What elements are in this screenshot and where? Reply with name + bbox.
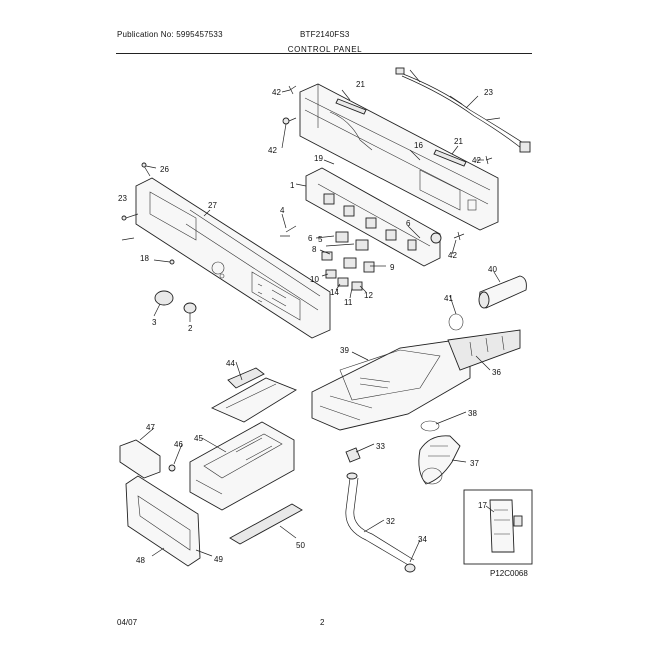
- inset-box: [463, 489, 533, 565]
- callout-12: 12: [364, 291, 373, 300]
- callout-42: 42: [448, 251, 457, 260]
- callout-2: 2: [188, 324, 193, 333]
- callout-48: 48: [136, 556, 145, 565]
- callout-34: 34: [418, 535, 427, 544]
- callout-10: 10: [310, 275, 319, 284]
- callout-17: 17: [478, 501, 487, 510]
- callout-40: 40: [488, 265, 497, 274]
- screw-part: [282, 85, 493, 241]
- control-board-part: [305, 167, 441, 267]
- callout-21: 21: [356, 80, 365, 89]
- tube-part: [345, 472, 416, 573]
- callout-44: 44: [226, 359, 235, 368]
- callout-19: 19: [314, 154, 323, 163]
- diagram-code: P12C0068: [490, 569, 528, 578]
- callout-42: 42: [268, 146, 277, 155]
- callout-32: 32: [386, 517, 395, 526]
- callout-8: 8: [312, 245, 317, 254]
- callout-50: 50: [296, 541, 305, 550]
- callout-27: 27: [208, 201, 217, 210]
- model-number: BTF2140FS3: [300, 30, 350, 39]
- callout-45: 45: [194, 434, 203, 443]
- control-panel-part: [135, 177, 331, 339]
- callout-18: 18: [140, 254, 149, 263]
- callout-38: 38: [468, 409, 477, 418]
- drawer-part: [189, 421, 295, 511]
- callout-9: 9: [390, 263, 395, 272]
- callout-47: 47: [146, 423, 155, 432]
- callout-42: 42: [472, 156, 481, 165]
- callout-11: 11: [344, 298, 353, 307]
- footer-page-number: 2: [320, 618, 325, 627]
- callout-6: 6: [308, 234, 313, 243]
- callout-37: 37: [470, 459, 479, 468]
- callout-46: 46: [174, 440, 183, 449]
- callout-labels: 42 42 42 42 21 21 23 23 16 19 26 27 18 1…: [118, 80, 528, 578]
- knob-part: [153, 290, 197, 322]
- callout-42: 42: [272, 88, 281, 97]
- callout-5: 5: [318, 235, 323, 244]
- callout-41: 41: [444, 294, 453, 303]
- hose-part: [448, 275, 527, 331]
- callout-36: 36: [492, 368, 501, 377]
- header-rule: [116, 53, 532, 54]
- drawer-front-part: [125, 475, 201, 567]
- switch-component-part: [280, 225, 442, 291]
- callout-16: 16: [414, 141, 423, 150]
- callout-49: 49: [214, 555, 223, 564]
- publication-number: Publication No: 5995457533: [117, 30, 223, 39]
- callout-23: 23: [484, 88, 493, 97]
- callout-39: 39: [340, 346, 349, 355]
- bellows-part: [345, 420, 461, 485]
- callout-26: 26: [160, 165, 169, 174]
- cover-plate-part: [229, 503, 303, 545]
- callout-14: 14: [330, 288, 339, 297]
- callout-21: 21: [454, 137, 463, 146]
- side-bracket-part: [119, 439, 176, 479]
- callout-6: 6: [406, 219, 411, 228]
- leader-lines: [139, 89, 501, 563]
- screw-part: [121, 162, 175, 265]
- callout-23: 23: [118, 194, 127, 203]
- console-bracket-part: [299, 83, 499, 231]
- section-title: CONTROL PANEL: [287, 45, 363, 54]
- wire-harness-part: [395, 67, 531, 153]
- callout-3: 3: [152, 318, 157, 327]
- callout-1: 1: [290, 181, 295, 190]
- callout-33: 33: [376, 442, 385, 451]
- footer-date: 04/07: [117, 618, 138, 627]
- drawer-insert-part: [210, 367, 297, 423]
- callout-4: 4: [280, 206, 285, 215]
- dispenser-housing-part: [311, 329, 521, 431]
- strip-part: [335, 98, 467, 167]
